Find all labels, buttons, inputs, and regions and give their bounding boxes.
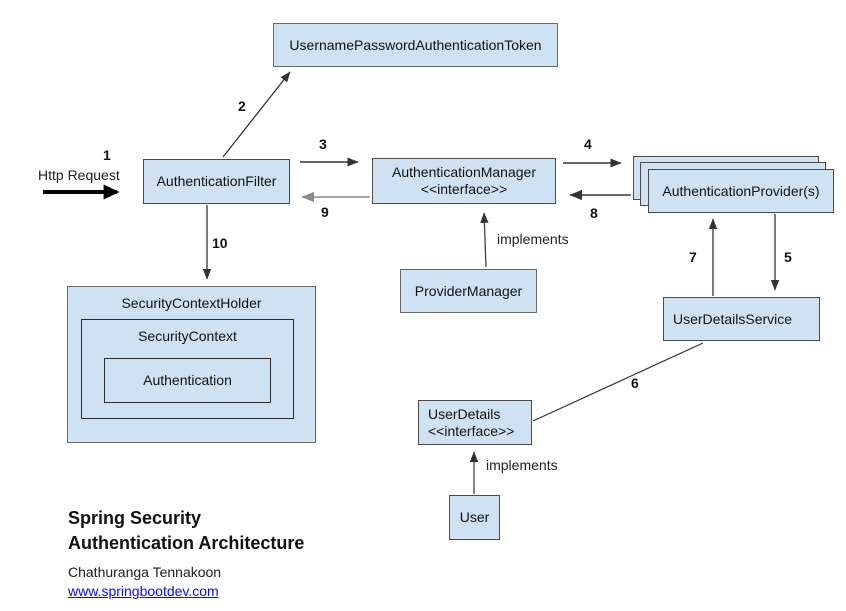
diagram-title-line1: Spring Security (68, 508, 202, 528)
edge-label-9: 9 (321, 204, 329, 220)
http-request-label: Http Request (38, 167, 120, 183)
node-stereotype: <<interface>> (428, 422, 515, 439)
node-username-password-authentication-token: UsernamePasswordAuthenticationToken (273, 23, 558, 67)
edge-label-3: 3 (319, 136, 327, 152)
edge-implements-providermanager (480, 212, 489, 268)
edge-label-7: 7 (689, 249, 697, 265)
node-label: UsernamePasswordAuthenticationToken (289, 36, 542, 53)
edge-label-10: 10 (212, 235, 228, 251)
edge-6-userdetails-to-uds (532, 342, 704, 422)
diagram-title-line2: Authentication Architecture (68, 533, 305, 553)
diagram-title: Spring Security Authentication Architect… (68, 506, 304, 556)
node-label: AuthenticationManager (392, 164, 536, 180)
node-authentication-filter: AuthenticationFilter (143, 159, 290, 204)
edge-label-5: 5 (784, 249, 792, 265)
node-label: User (459, 509, 490, 525)
node-authentication-providers: AuthenticationProvider(s) (648, 169, 834, 213)
edge-label-4: 4 (584, 136, 592, 152)
node-user: User (449, 495, 500, 540)
node-label: SecurityContext (138, 328, 237, 344)
edge-2-filter-to-token (222, 71, 291, 158)
node-authentication-manager: AuthenticationManager <<interface>> (372, 158, 556, 204)
node-label: UserDetailsService (673, 310, 793, 327)
edge-label-6: 6 (631, 375, 639, 391)
node-authentication: Authentication (104, 358, 271, 403)
edge-label-1: 1 (103, 147, 111, 163)
node-label: ProviderManager (414, 282, 523, 299)
edge-label-8: 8 (590, 205, 598, 221)
node-label: AuthenticationProvider(s) (662, 182, 820, 199)
node-label: UserDetails (428, 405, 501, 422)
edge-label-2: 2 (238, 98, 246, 114)
node-label: AuthenticationFilter (156, 173, 277, 189)
node-user-details: UserDetails <<interface>> (418, 400, 532, 445)
node-user-details-service: UserDetailsService (663, 297, 820, 341)
author-name: Chathuranga Tennakoon (68, 564, 222, 580)
node-provider-manager: ProviderManager (400, 269, 537, 313)
node-label: SecurityContextHolder (121, 295, 262, 311)
implements-label-provider-manager: implements (497, 231, 569, 247)
website-link[interactable]: www.springbootdev.com (68, 583, 219, 599)
implements-label-user: implements (486, 457, 558, 473)
node-label: Authentication (143, 372, 232, 388)
node-stereotype: <<interface>> (420, 181, 508, 197)
